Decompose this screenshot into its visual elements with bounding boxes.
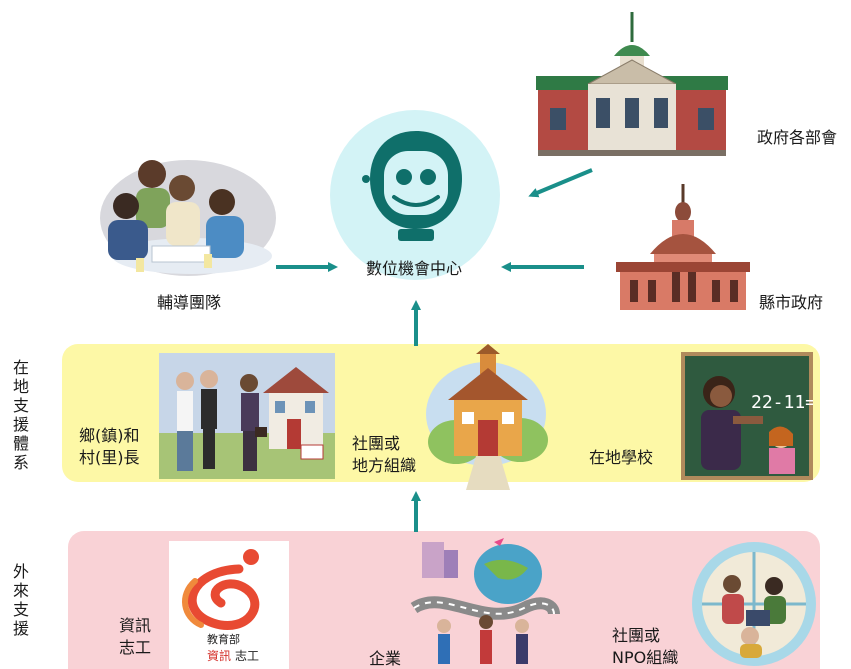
volunteer-logo-swirl-icon <box>182 549 260 630</box>
enterprise-label: 企業 <box>369 649 402 668</box>
leaders-label-line1: 鄉(鎮)和 <box>79 426 140 445</box>
coaching-team-illustration <box>100 160 276 276</box>
npo-organization-illustration <box>692 542 816 666</box>
volunteer-logo-bottom-text-a: 資訊 <box>207 649 232 663</box>
volunteers-label-line1: 資訊 <box>119 616 152 635</box>
community-label-line1: 社團或 <box>352 434 401 453</box>
volunteer-logo-bottom-text-b: 志工 <box>235 649 260 663</box>
npo-label-line2: NPO組織 <box>612 648 679 667</box>
schoolhouse-illustration <box>426 344 548 490</box>
npo-label-line1: 社團或 <box>612 626 661 645</box>
volunteers-label-line2: 志工 <box>119 638 152 657</box>
robot-face-icon <box>362 131 462 241</box>
external-support-side-label: 外來支援 <box>12 562 29 638</box>
volunteer-logo: 教育部 資訊 志工 <box>169 541 289 669</box>
community-label-line2: 地方組織 <box>352 456 417 475</box>
volunteer-logo-top-text: 教育部 <box>207 633 240 646</box>
arrow-gov-to-center <box>528 168 593 198</box>
center-label: 數位機會中心 <box>366 259 463 278</box>
county-gov-label: 縣市政府 <box>759 293 824 312</box>
gov-ministries-label: 政府各部會 <box>757 128 838 147</box>
teacher-classroom-illustration: 22-11=? <box>681 352 813 480</box>
village-leaders-illustration <box>159 353 335 479</box>
coaching-team-label: 輔導團隊 <box>157 293 222 312</box>
leaders-label-line2: 村(里)長 <box>79 448 140 467</box>
local-support-side-label: 在地支援體系 <box>12 358 29 472</box>
school-label: 在地學校 <box>589 448 654 467</box>
enterprise-illustration <box>410 538 560 664</box>
county-government-building-icon <box>616 184 750 310</box>
math-board-text: 22-11=? <box>751 392 813 413</box>
government-building-icon <box>536 12 728 156</box>
